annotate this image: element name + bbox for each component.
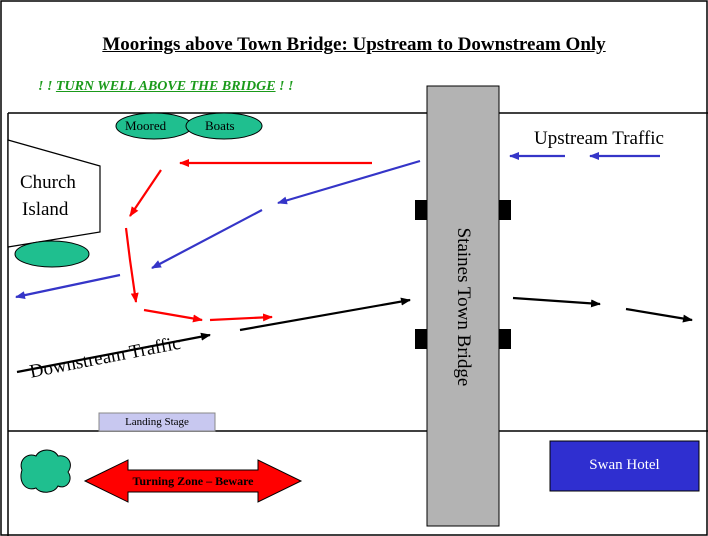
tree-icon: [20, 449, 71, 493]
bridge-pier-sw: [415, 329, 429, 349]
island-boat: [14, 240, 90, 268]
island-label: Island: [22, 199, 69, 220]
landing-stage-label: Landing Stage: [125, 416, 189, 428]
swan-hotel: [549, 440, 700, 492]
red-arrow-2: [129, 169, 162, 217]
landing-stage: [98, 412, 216, 432]
turning-zone-arrow: [83, 459, 303, 503]
moored-label: Moored: [125, 118, 167, 133]
blue-arrow-5: [15, 273, 121, 300]
swan-hotel-label: Swan Hotel: [589, 457, 660, 473]
bridge-pier-se: [497, 329, 511, 349]
boats-label: Boats: [205, 118, 235, 133]
turning-path: [124, 159, 372, 323]
red-arrow-3: [124, 227, 139, 303]
bridge-pier-ne: [497, 200, 511, 220]
black-arrow-3: [512, 296, 601, 308]
red-arrow-4: [143, 308, 203, 323]
upstream-path: [15, 152, 660, 300]
moored-boat-2: [185, 112, 263, 140]
bridge-pier-nw: [415, 200, 429, 220]
downstream-path: [16, 296, 693, 374]
turning-zone-label: Turning Zone – Beware: [132, 474, 254, 488]
church-island: [7, 139, 101, 248]
church-label: Church: [20, 172, 76, 193]
turn-warning: ! ! TURN WELL ABOVE THE BRIDGE ! !: [38, 79, 294, 94]
black-arrow-1: [16, 332, 211, 374]
black-arrow-4: [625, 307, 693, 323]
black-arrow-2: [239, 297, 411, 332]
blue-arrow-3: [277, 159, 421, 205]
diagram-title: Moorings above Town Bridge: Upstream to …: [102, 34, 606, 55]
upstream-traffic-label: Upstream Traffic: [534, 128, 664, 149]
bridge-label: Staines Town Bridge: [453, 227, 474, 387]
staines-town-bridge: [426, 85, 500, 527]
red-arrow-5: [209, 313, 273, 322]
blue-arrow-4: [151, 209, 263, 269]
